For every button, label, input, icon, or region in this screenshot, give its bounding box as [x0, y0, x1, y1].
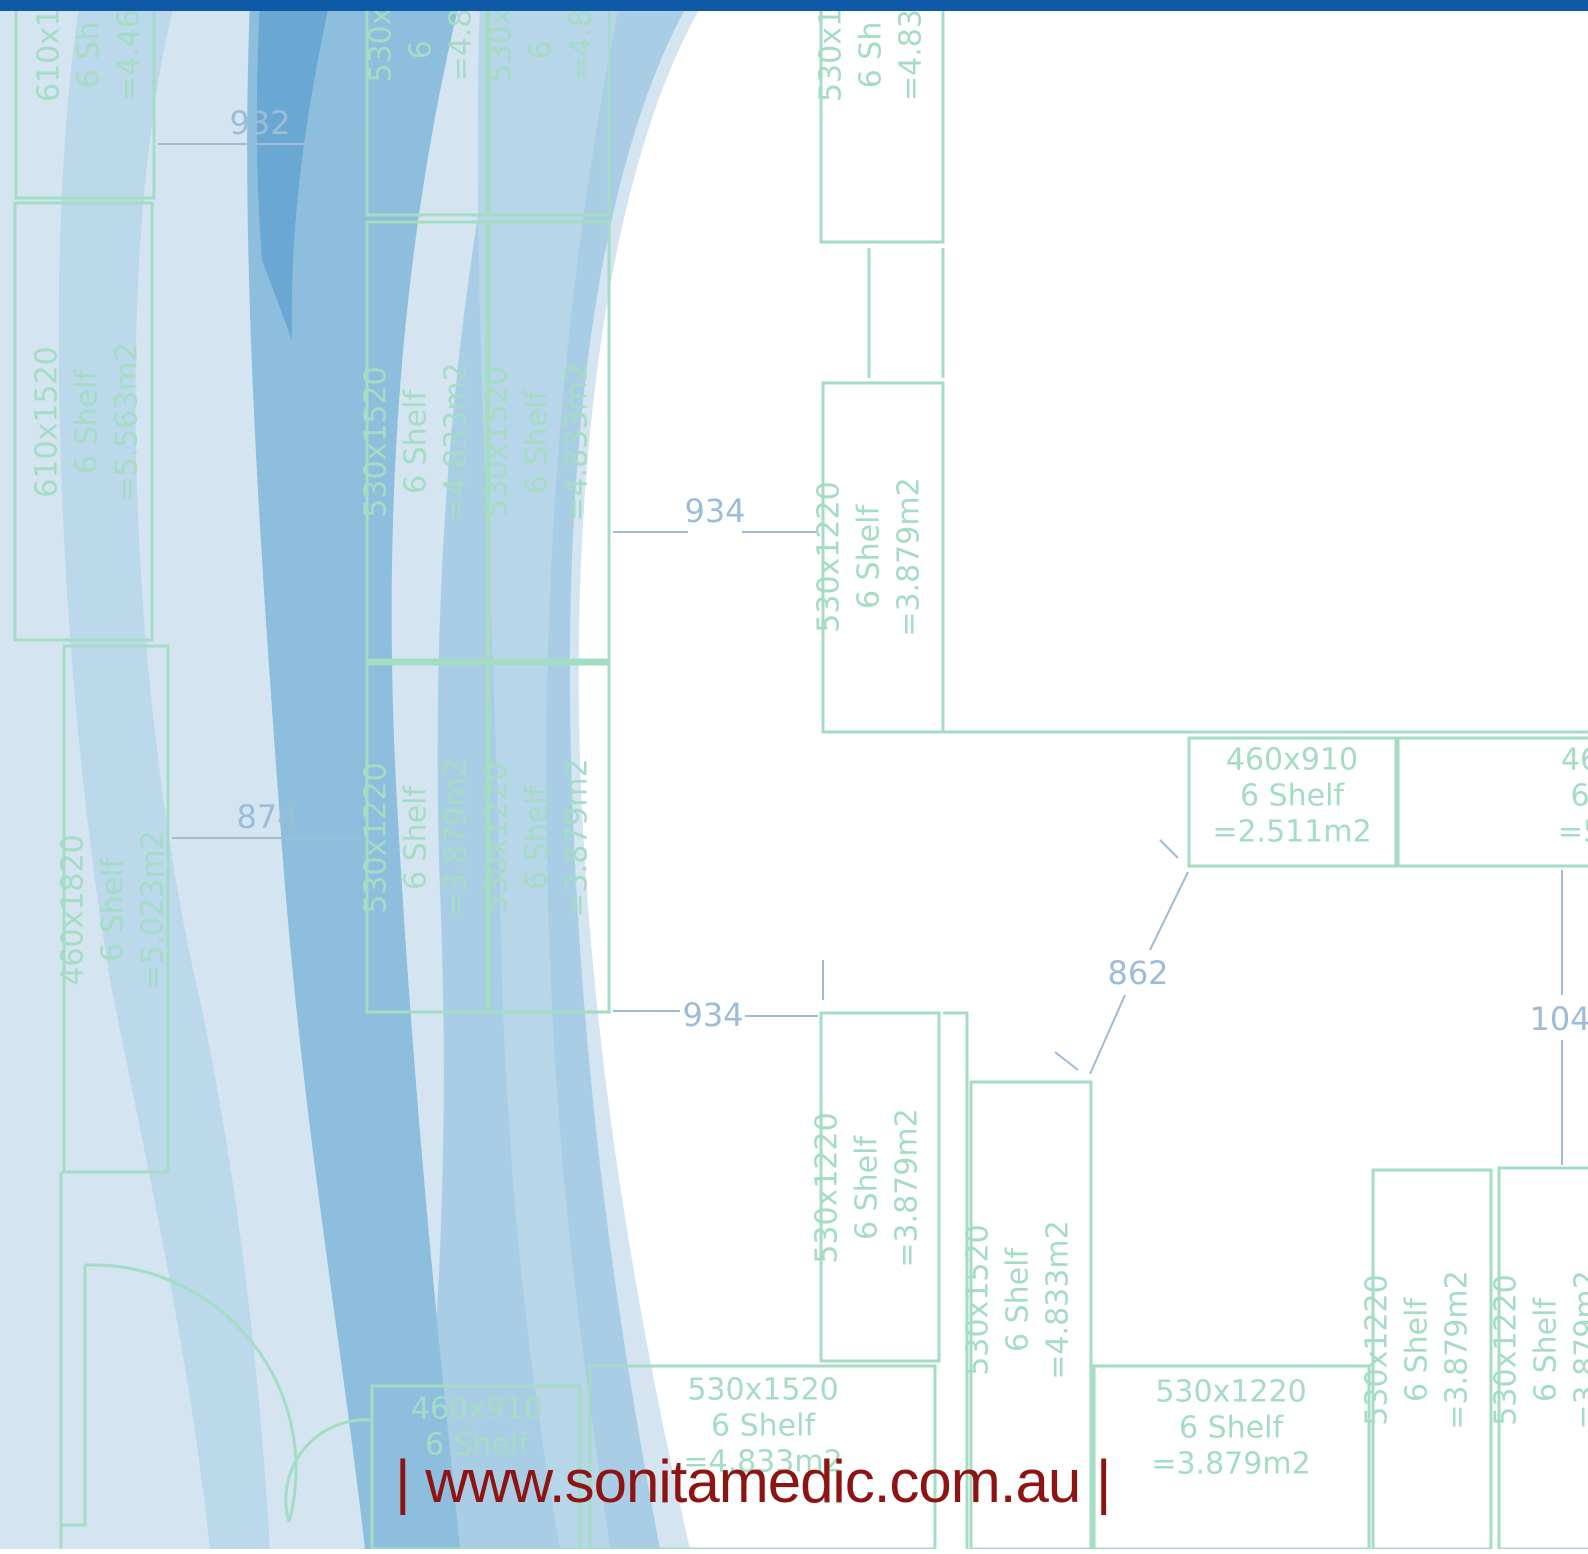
shelf-unit-label-line: 530x1220 — [1489, 1274, 1524, 1425]
shelf-unit-label-line: 530x — [484, 7, 519, 82]
shelf-unit-label-line: 530x — [364, 7, 399, 82]
shelf-unit-label-line: =3.879m2 — [1569, 1270, 1588, 1429]
dimension-value: 934 — [682, 996, 743, 1034]
dimension-value: 874 — [236, 798, 297, 836]
top-brand-bar — [0, 0, 1588, 11]
shelf-unit-label-line: =3.879m2 — [892, 477, 927, 636]
shelf-unit-label-line: =4.833m2 — [439, 362, 474, 521]
background-swoosh — [0, 0, 705, 1549]
shelf-unit-label-line: 530x1220 — [359, 762, 394, 913]
dimension-value: 932 — [229, 104, 290, 142]
shelf-unit-label-line: 530x1220 — [1155, 1375, 1306, 1410]
shelf-unit-label-line: 530x1220 — [812, 481, 847, 632]
shelf-unit-label-line: =3.879m2 — [890, 1108, 925, 1267]
shelf-unit-label-line: 6 Shelf — [1001, 1247, 1036, 1352]
shelf-unit-label-line: 460x1820 — [56, 834, 91, 985]
shelf-unit-label-line: 6 — [1570, 779, 1588, 814]
shelf-unit-label-line: 6 Shelf — [96, 857, 131, 962]
shelf-unit-label: 466=5 — [1558, 743, 1588, 850]
shelf-unit-label-line: 530x1220 — [480, 762, 515, 913]
shelf-unit-label-line: 530x1520 — [359, 366, 394, 517]
shelf-unit-label-line: 6 Shelf — [850, 1135, 885, 1240]
shelf-unit-label-line: =3.879m2 — [560, 758, 595, 917]
shelf-unit-label-line: 6 Shelf — [399, 389, 434, 494]
shelf-unit-label-line: 530x1520 — [480, 366, 515, 517]
shelf-unit-label-line: =4.833m2 — [1041, 1220, 1076, 1379]
shelf-unit-label-line: 610x1520 — [30, 346, 65, 497]
shelf-unit-label-line: 530x1 — [814, 8, 849, 102]
shelf-unit-label-line: 6 — [524, 31, 559, 60]
shelf-unit-label-line: =4.8 — [444, 9, 479, 82]
shelf-unit-label-line: 6 Sh — [854, 22, 889, 89]
shelf-unit-label-line: 6 Shelf — [520, 389, 555, 494]
shelf-unit-label-line: 6 — [404, 31, 439, 60]
shelf-unit-label-line: =2.511m2 — [1212, 815, 1371, 850]
shelf-unit-label-line: =4.83 — [894, 9, 929, 101]
shelf-unit-label-line: 460x910 — [1226, 743, 1358, 778]
shelf-unit-label-line: =4.8 — [564, 9, 599, 82]
shelf-unit-label-line: 530x1220 — [810, 1112, 845, 1263]
shelf-unit-label-line: =4.833m2 — [560, 362, 595, 521]
shelf-unit-label-line: =5.023m2 — [136, 830, 171, 989]
shelf-unit-label-line: =5.563m2 — [110, 342, 145, 501]
shelf-unit-label-line: 6 Shelf — [520, 785, 555, 890]
shelf-unit-label-line: 46 — [1561, 743, 1588, 778]
shelf-unit-label-line: 6 Shelf — [399, 785, 434, 890]
shelf-unit-label-line: 6 Shelf — [711, 1409, 816, 1444]
shelf-unit-label-line: 610x1 — [32, 8, 67, 102]
website-url[interactable]: | www.sonitamedic.com.au | — [395, 1452, 1110, 1512]
dimension-value: 104 — [1529, 1000, 1588, 1038]
shelf-unit-label-line: 6 Shelf — [1240, 779, 1345, 814]
shelf-unit-label-line: =3.879m2 — [439, 758, 474, 917]
shelf-unit-label-line: =3.879m2 — [1440, 1270, 1475, 1429]
dimension-value: 934 — [684, 492, 745, 530]
shelf-unit-label-line: 6 Shelf — [1179, 1411, 1284, 1446]
shelf-unit-label-line: 460x910 — [411, 1392, 543, 1427]
shelf-unit-label-line: =3.879m2 — [1151, 1447, 1310, 1482]
shelf-unit-label-line: =4.46 — [112, 9, 147, 101]
shelf-unit-label-line: 6 Shelf — [70, 369, 105, 474]
shelf-unit-label-line: 530x1220 — [1360, 1274, 1395, 1425]
shelf-unit-label-line: 6 Sh — [72, 22, 107, 89]
shelf-unit-label-line: 6 Shelf — [1529, 1297, 1564, 1402]
dimension-value: 862 — [1107, 954, 1168, 992]
shelf-unit-label-line: 530x1520 — [961, 1224, 996, 1375]
shelf-unit-label-line: 6 Shelf — [1400, 1297, 1435, 1402]
shelf-unit-label-line: 6 Shelf — [852, 504, 887, 609]
shelf-unit-label-line: =5 — [1558, 815, 1588, 850]
shelf-unit-label-line: 530x1520 — [687, 1373, 838, 1408]
